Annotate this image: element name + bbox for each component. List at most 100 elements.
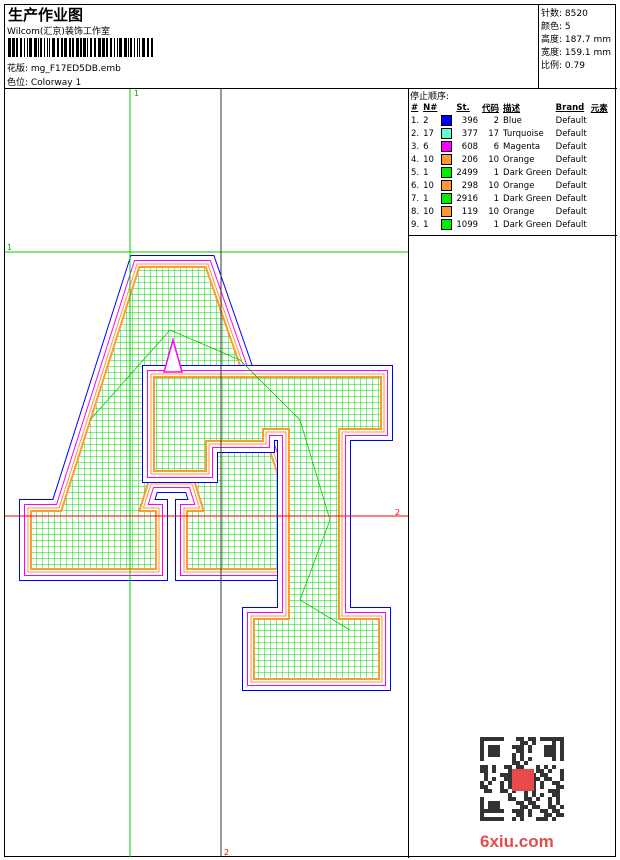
element [589, 179, 610, 192]
swatch-cell [439, 153, 454, 166]
description: Orange [503, 206, 535, 217]
stitches: 1099 [456, 219, 479, 230]
element [589, 192, 610, 205]
needle: 6 [423, 141, 429, 152]
color-swatch [441, 167, 453, 178]
code: 10 [488, 180, 500, 191]
swatch-cell [439, 166, 454, 179]
element [589, 153, 610, 166]
needle: 2 [423, 115, 429, 126]
width: 宽度: 159.1 mm [541, 48, 612, 58]
needle: 17 [423, 128, 434, 139]
guide-label-v2: 2 [224, 848, 229, 857]
divider [538, 4, 539, 88]
stop-sequence-caption: 停止顺序: [410, 92, 450, 102]
element [589, 218, 610, 231]
page-title: 生产作业图 [8, 6, 84, 24]
row-index: 4. [411, 154, 420, 165]
stitches: 608 [461, 141, 479, 152]
watermark-logo: 6xiu.com [480, 737, 564, 851]
brand: Default [555, 193, 587, 204]
divider [408, 88, 409, 858]
swatch-cell [439, 179, 454, 192]
needle: 1 [423, 167, 429, 178]
row-index: 8. [411, 206, 420, 217]
code: 1 [493, 167, 500, 178]
needle: 10 [423, 180, 434, 191]
swatch-cell [439, 114, 454, 127]
element [589, 166, 610, 179]
column-header: 描述 [503, 103, 521, 114]
brand: Default [555, 128, 587, 139]
letter-counter [163, 337, 183, 373]
column-header [439, 101, 454, 114]
color-count: 颜色: 5 [541, 22, 571, 32]
row-index: 5. [411, 167, 420, 178]
barcode [8, 38, 153, 57]
column-header: 元素 [590, 103, 608, 114]
stitches: 298 [461, 180, 479, 191]
description: Turquoise [503, 128, 544, 139]
column-header: # [411, 102, 419, 113]
description: Magenta [503, 141, 541, 152]
element [589, 127, 610, 140]
page-frame [4, 4, 616, 857]
guide-label-h1: 1 [7, 243, 12, 252]
color-swatch [441, 193, 453, 204]
brand: Default [555, 206, 587, 217]
embroidery-design-preview: 1 1 2 2 [5, 89, 408, 857]
column-header: N# [423, 102, 438, 113]
needle: 1 [423, 193, 429, 204]
code: 10 [488, 206, 500, 217]
colorway: 色位: Colorway 1 [7, 78, 82, 88]
description: Orange [503, 180, 535, 191]
brand: Default [555, 115, 587, 126]
swatch-cell [439, 205, 454, 218]
swatch-cell [439, 140, 454, 153]
code: 10 [488, 154, 500, 165]
scale: 比例: 0.79 [541, 61, 585, 71]
travel-stitch [89, 329, 351, 631]
element [589, 205, 610, 218]
brand: Default [555, 154, 587, 165]
company-name: Wilcom(汇京)装饰工作室 [7, 27, 110, 37]
needle: 10 [423, 154, 434, 165]
description: Blue [503, 115, 522, 126]
row-index: 9. [411, 219, 420, 230]
column-header: Brand [555, 102, 585, 113]
guide-label-v1: 1 [134, 89, 139, 98]
description: Dark Green [503, 193, 552, 204]
color-swatch [441, 115, 453, 126]
swatch-cell [439, 127, 454, 140]
seal-icon [512, 769, 534, 791]
color-swatch [441, 128, 453, 139]
element [589, 140, 610, 153]
code: 1 [493, 219, 500, 230]
color-swatch [441, 219, 453, 230]
stitches: 119 [461, 206, 479, 217]
height: 高度: 187.7 mm [541, 35, 612, 45]
brand: Default [555, 180, 587, 191]
row-index: 2. [411, 128, 420, 139]
element [589, 114, 610, 127]
column-header: St. [456, 102, 470, 113]
description: Orange [503, 154, 535, 165]
needle: 10 [423, 206, 434, 217]
divider [4, 88, 617, 89]
brand: Default [555, 141, 587, 152]
swatch-cell [439, 192, 454, 205]
code: 2 [493, 115, 500, 126]
fill-stitch-region [155, 378, 380, 678]
stitches: 2916 [456, 193, 479, 204]
stitch-count: 针数: 8520 [541, 9, 588, 19]
divider [408, 235, 617, 236]
brand: Default [555, 167, 587, 178]
color-swatch [441, 141, 453, 152]
description: Dark Green [503, 167, 552, 178]
